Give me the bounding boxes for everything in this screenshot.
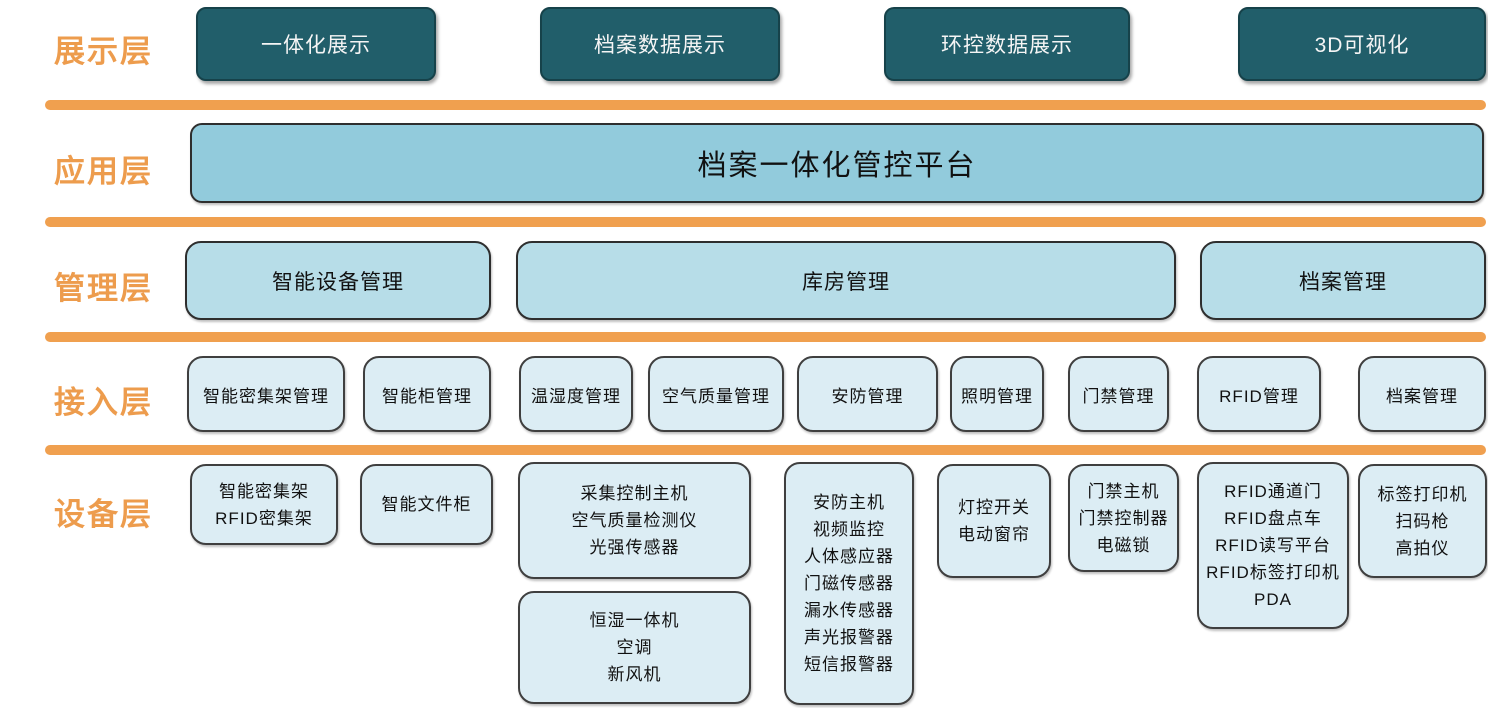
device-line: 灯控开关 <box>958 498 1030 517</box>
layer-label-application: 应用层 <box>54 154 153 189</box>
display-box-3d-visualization: 3D可视化 <box>1238 7 1486 81</box>
divider-3 <box>45 332 1486 342</box>
application-platform-box: 档案一体化管控平台 <box>190 123 1484 203</box>
access-box-air-quality-mgmt: 空气质量管理 <box>648 356 784 432</box>
layer-label-device: 设备层 <box>54 497 153 532</box>
device-line: 门禁控制器 <box>1078 508 1169 528</box>
divider-1 <box>45 100 1486 110</box>
device-line: RFID盘点车 <box>1224 509 1322 528</box>
device-line: 恒湿一体机 <box>589 611 680 630</box>
device-box-hvac: 恒湿一体机 空调 新风机 <box>518 591 751 704</box>
device-line: 采集控制主机 <box>580 484 689 503</box>
device-box-label-printer-devices: 标签打印机 扫码枪 高拍仪 <box>1358 464 1487 578</box>
device-line: 高拍仪 <box>1395 538 1450 558</box>
device-box-smart-shelves: 智能密集架 RFID密集架 <box>190 464 338 545</box>
device-line: RFID标签打印机 <box>1206 563 1340 582</box>
device-line: 空调 <box>616 638 653 657</box>
management-box-smart-device: 智能设备管理 <box>185 241 491 320</box>
device-line: 光强传感器 <box>589 538 680 557</box>
divider-2 <box>45 217 1486 227</box>
device-line: RFID密集架 <box>215 508 313 528</box>
device-line: 安防主机 <box>813 493 885 512</box>
device-line: 空气质量检测仪 <box>571 511 698 530</box>
device-box-security-devices: 安防主机 视频监控 人体感应器 门磁传感器 漏水传感器 声光报警器 短信报警器 <box>784 462 914 705</box>
access-box-archive-mgmt: 档案管理 <box>1358 356 1486 432</box>
layer-label-access: 接入层 <box>54 385 153 420</box>
device-box-smart-file-cabinet: 智能文件柜 <box>360 464 493 545</box>
access-box-smart-shelf-mgmt: 智能密集架管理 <box>187 356 345 432</box>
device-line: RFID读写平台 <box>1215 536 1331 555</box>
access-box-temp-humidity-mgmt: 温湿度管理 <box>519 356 633 432</box>
device-line: 智能密集架 <box>219 481 309 501</box>
access-box-door-access-mgmt: 门禁管理 <box>1068 356 1169 432</box>
device-line: 短信报警器 <box>804 655 894 674</box>
device-line: 电动窗帘 <box>958 525 1030 544</box>
device-line: 标签打印机 <box>1377 484 1468 504</box>
device-line: 声光报警器 <box>804 628 894 647</box>
device-box-rfid-devices: RFID通道门 RFID盘点车 RFID读写平台 RFID标签打印机 PDA <box>1197 462 1349 629</box>
device-line: 门磁传感器 <box>804 574 894 593</box>
management-box-warehouse: 库房管理 <box>516 241 1176 320</box>
management-box-archive: 档案管理 <box>1200 241 1486 320</box>
device-line: 智能文件柜 <box>381 495 472 514</box>
access-box-smart-cabinet-mgmt: 智能柜管理 <box>363 356 491 432</box>
display-box-archive-data: 档案数据展示 <box>540 7 780 81</box>
access-box-security-mgmt: 安防管理 <box>797 356 938 432</box>
device-line: RFID通道门 <box>1224 482 1322 501</box>
device-line: 新风机 <box>607 665 662 684</box>
display-box-integrated-display: 一体化展示 <box>196 7 436 81</box>
device-line: 门禁主机 <box>1087 481 1160 501</box>
display-box-env-control-data: 环控数据展示 <box>884 7 1130 81</box>
access-box-lighting-mgmt: 照明管理 <box>950 356 1044 432</box>
device-line: 扫码枪 <box>1395 511 1450 531</box>
access-box-rfid-mgmt: RFID管理 <box>1197 356 1321 432</box>
layer-label-management: 管理层 <box>54 271 153 306</box>
device-box-lighting-devices: 灯控开关 电动窗帘 <box>937 464 1051 578</box>
device-line: 漏水传感器 <box>804 601 894 620</box>
device-box-door-access-devices: 门禁主机 门禁控制器 电磁锁 <box>1068 464 1179 572</box>
device-line: PDA <box>1254 590 1292 609</box>
device-line: 电磁锁 <box>1096 535 1151 555</box>
device-line: 人体感应器 <box>804 547 894 566</box>
device-box-collection-host: 采集控制主机 空气质量检测仪 光强传感器 <box>518 462 751 579</box>
layer-label-display: 展示层 <box>54 34 153 69</box>
divider-4 <box>45 445 1486 455</box>
device-line: 视频监控 <box>813 520 885 539</box>
